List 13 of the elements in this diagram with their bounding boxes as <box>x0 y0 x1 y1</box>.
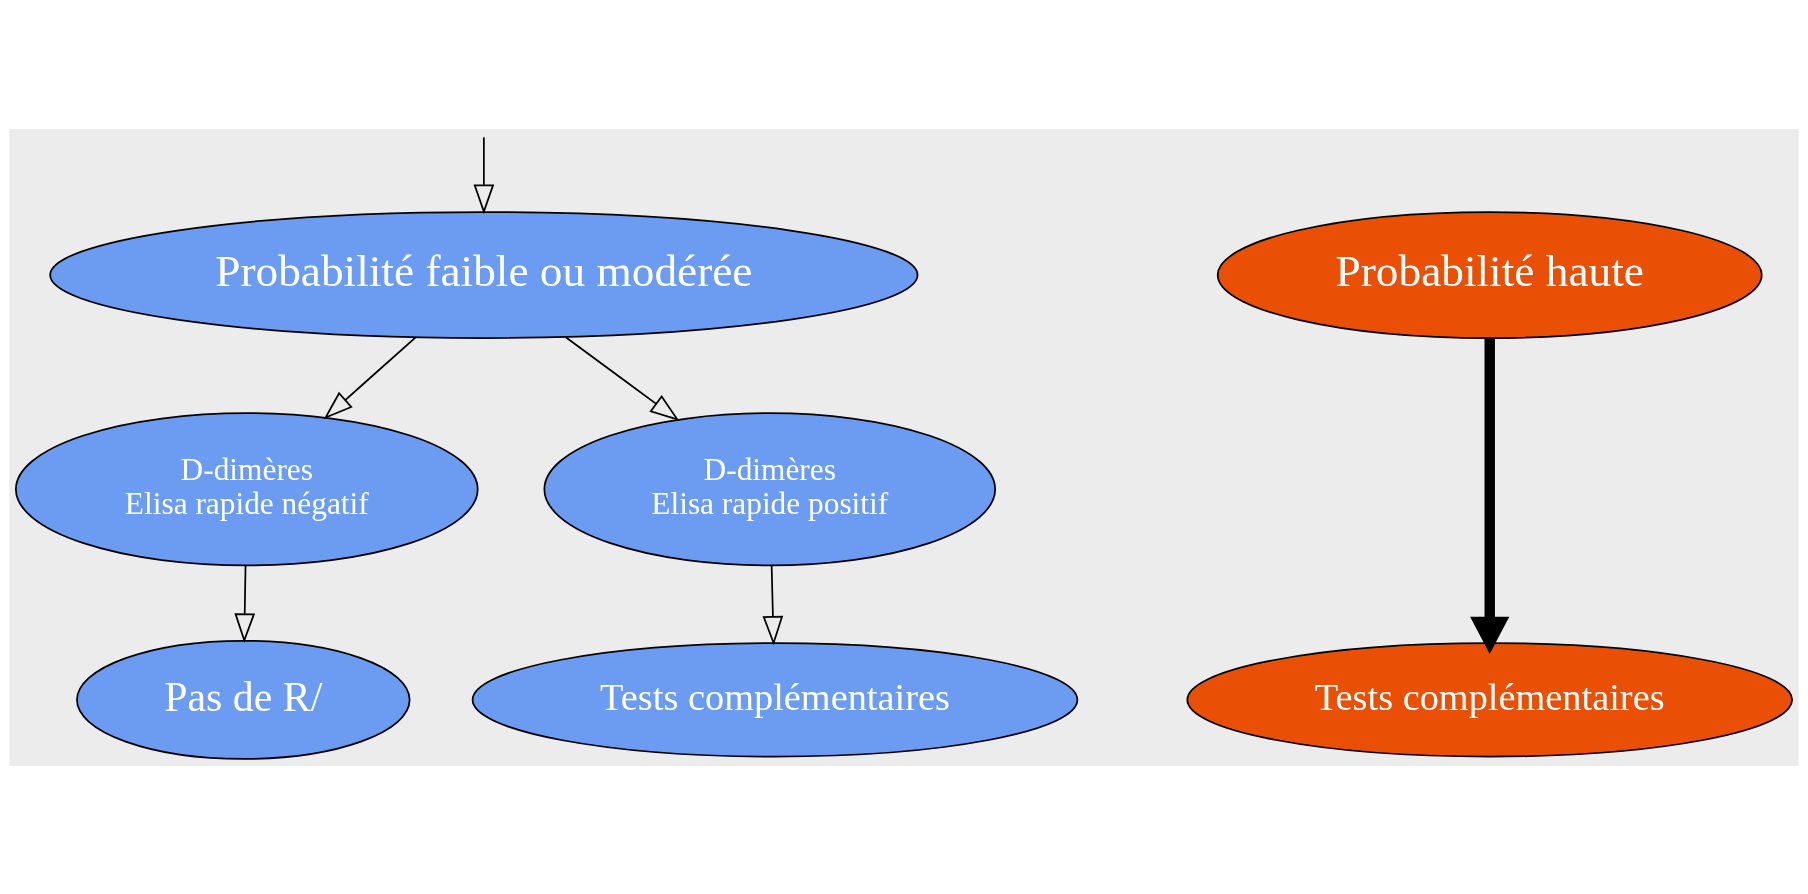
node-ellipse: Probabilité haute <box>1216 210 1763 339</box>
arrow <box>564 335 680 421</box>
node-ellipse: Probabilité faible ou modérée <box>49 210 919 339</box>
node-ellipse: Pas de R/ <box>76 639 411 760</box>
arrow <box>323 335 417 419</box>
arrow <box>1470 337 1510 654</box>
arrow <box>762 564 784 646</box>
node-ellipse: D-dimères Elisa rapide positif <box>543 411 997 566</box>
node-ellipse: Tests complémentaires <box>471 641 1079 757</box>
arrow <box>234 564 256 643</box>
node-ellipse: Tests complémentaires <box>1186 641 1793 757</box>
arrow <box>473 135 495 214</box>
node-ellipse: D-dimères Elisa rapide négatif <box>15 411 479 566</box>
